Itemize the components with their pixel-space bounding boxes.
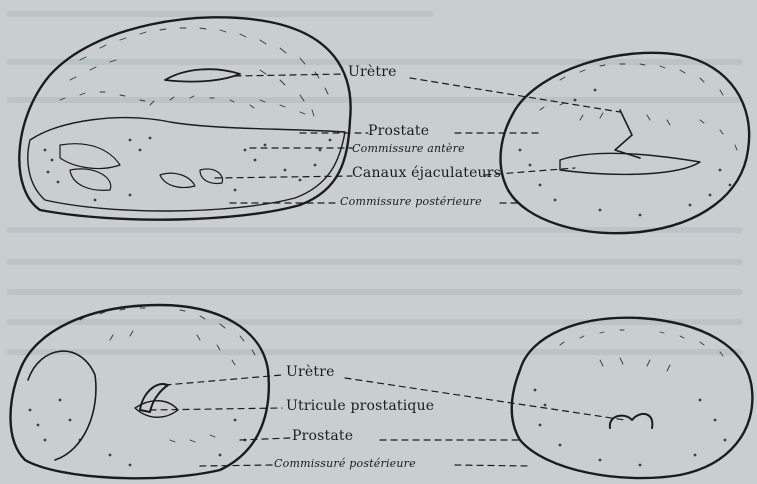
label-utricule-prostatique: Utricule prostatique [286, 398, 434, 414]
leader-uretre-top-right [410, 78, 620, 112]
section-top-left-outline [19, 17, 350, 219]
leader-uretre-bottom-left [165, 375, 282, 385]
label-uretre-top: Urètre [348, 64, 397, 80]
section-bottom-right-outline [512, 318, 753, 478]
label-uretre-bottom: Urètre [286, 364, 335, 380]
label-prostate-top: Prostate [368, 123, 429, 139]
label-prostate-bottom: Prostate [292, 428, 353, 444]
section-top-right-outline [501, 53, 750, 233]
leader-utricule [150, 408, 282, 410]
urethra-top-left [165, 69, 240, 81]
leader-commissure-post-bottom-left [200, 465, 272, 466]
prostate-lobe-top-left [28, 118, 345, 211]
label-commissure-posterieure-bottom: Commissuré postérieure [274, 457, 416, 470]
label-commissure-posterieure-top: Commissure postérieure [340, 195, 482, 208]
leader-commissure-post-bottom-right [455, 465, 530, 466]
urethra-top-right [615, 110, 640, 158]
leader-uretre-top-left [235, 74, 345, 76]
leader-canaux-left [215, 176, 352, 178]
label-canaux-ejaculateurs: Canaux éjaculateurs [352, 165, 501, 181]
urethra-bottom-right [610, 414, 653, 428]
section-bottom-left-outline [10, 305, 268, 478]
urethra-bottom-left [140, 384, 168, 412]
leader-prostate-bottom-left [240, 438, 290, 440]
label-commissure-anterieure: Commissure antère [352, 142, 465, 155]
